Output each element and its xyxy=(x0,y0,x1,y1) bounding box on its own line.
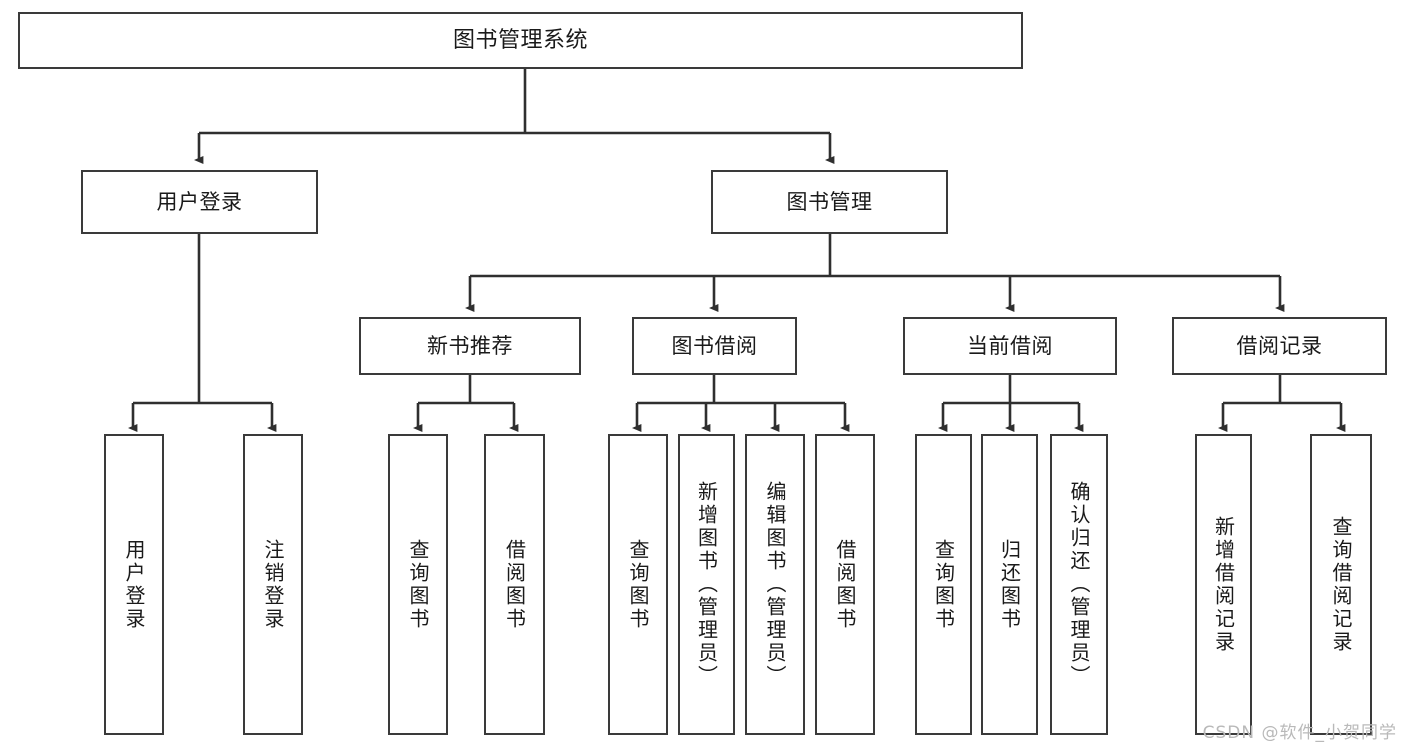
node-label: 注销登录 xyxy=(261,538,285,631)
leaf-current-borrow-return[interactable]: 归还图书 xyxy=(981,434,1038,735)
node-book-management[interactable]: 图书管理 xyxy=(711,170,948,234)
node-label: 归还图书 xyxy=(997,538,1022,631)
node-label: 用户登录 xyxy=(122,538,146,631)
watermark: CSDN @软件_小贺同学 xyxy=(1202,723,1397,743)
node-book-borrow[interactable]: 图书借阅 xyxy=(632,317,797,375)
node-label: 图书管理系统 xyxy=(452,27,588,53)
node-current-borrow[interactable]: 当前借阅 xyxy=(903,317,1117,375)
node-new-book-recommend[interactable]: 新书推荐 xyxy=(359,317,581,375)
leaf-book-borrow-add[interactable]: 新增图书（管理员） xyxy=(678,434,735,735)
node-label: 用户登录 xyxy=(156,189,243,214)
node-label: 查询图书 xyxy=(931,538,956,631)
node-label: 查询图书 xyxy=(406,538,430,631)
node-user-login[interactable]: 用户登录 xyxy=(81,170,318,234)
leaf-borrow-record-query[interactable]: 查询借阅记录 xyxy=(1310,434,1372,735)
node-label: 借阅图书 xyxy=(833,538,857,631)
node-label: 确认归还（管理员） xyxy=(1067,481,1091,688)
node-borrow-record[interactable]: 借阅记录 xyxy=(1172,317,1387,375)
leaf-book-borrow-borrow[interactable]: 借阅图书 xyxy=(815,434,875,735)
node-label: 编辑图书（管理员） xyxy=(763,481,787,688)
node-label: 图书管理 xyxy=(786,189,873,214)
leaf-user-login-logout[interactable]: 注销登录 xyxy=(243,434,303,735)
leaf-new-book-borrow[interactable]: 借阅图书 xyxy=(484,434,545,735)
node-label: 查询图书 xyxy=(626,538,650,631)
leaf-borrow-record-add[interactable]: 新增借阅记录 xyxy=(1195,434,1252,735)
node-label: 借阅记录 xyxy=(1236,333,1323,358)
node-label: 新增图书（管理员） xyxy=(694,481,719,688)
node-label: 图书借阅 xyxy=(671,333,758,358)
node-root[interactable]: 图书管理系统 xyxy=(18,12,1023,69)
leaf-book-borrow-edit[interactable]: 编辑图书（管理员） xyxy=(745,434,805,735)
leaf-book-borrow-query[interactable]: 查询图书 xyxy=(608,434,668,735)
leaf-current-borrow-confirm-return[interactable]: 确认归还（管理员） xyxy=(1050,434,1108,735)
leaf-current-borrow-query[interactable]: 查询图书 xyxy=(915,434,972,735)
node-label: 当前借阅 xyxy=(967,333,1053,358)
node-label: 查询借阅记录 xyxy=(1329,515,1353,654)
leaf-new-book-query[interactable]: 查询图书 xyxy=(388,434,448,735)
node-label: 新增借阅记录 xyxy=(1211,515,1236,654)
node-label: 新书推荐 xyxy=(427,333,513,358)
leaf-user-login-login[interactable]: 用户登录 xyxy=(104,434,164,735)
node-label: 借阅图书 xyxy=(502,538,527,631)
